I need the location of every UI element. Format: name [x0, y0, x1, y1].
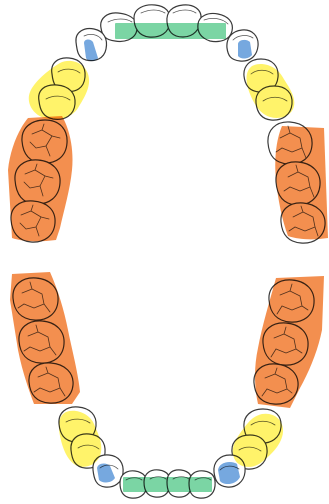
- lower-right-molars-highlight: [10, 272, 80, 404]
- upper-left-premolars-highlight: [247, 64, 295, 118]
- upper-right-premolars-highlight: [29, 61, 89, 120]
- lower-left-premolars-highlight: [233, 414, 283, 467]
- upper-left-canine-highlight: [238, 40, 252, 59]
- highlight-layer: [8, 23, 328, 492]
- upper-incisors-highlight: [115, 23, 226, 39]
- lower-incisors-highlight: [123, 477, 212, 492]
- lower-left-molars-highlight: [255, 276, 324, 408]
- upper-right-molars-highlight: [8, 116, 73, 241]
- lower-left-canine-highlight: [218, 462, 240, 484]
